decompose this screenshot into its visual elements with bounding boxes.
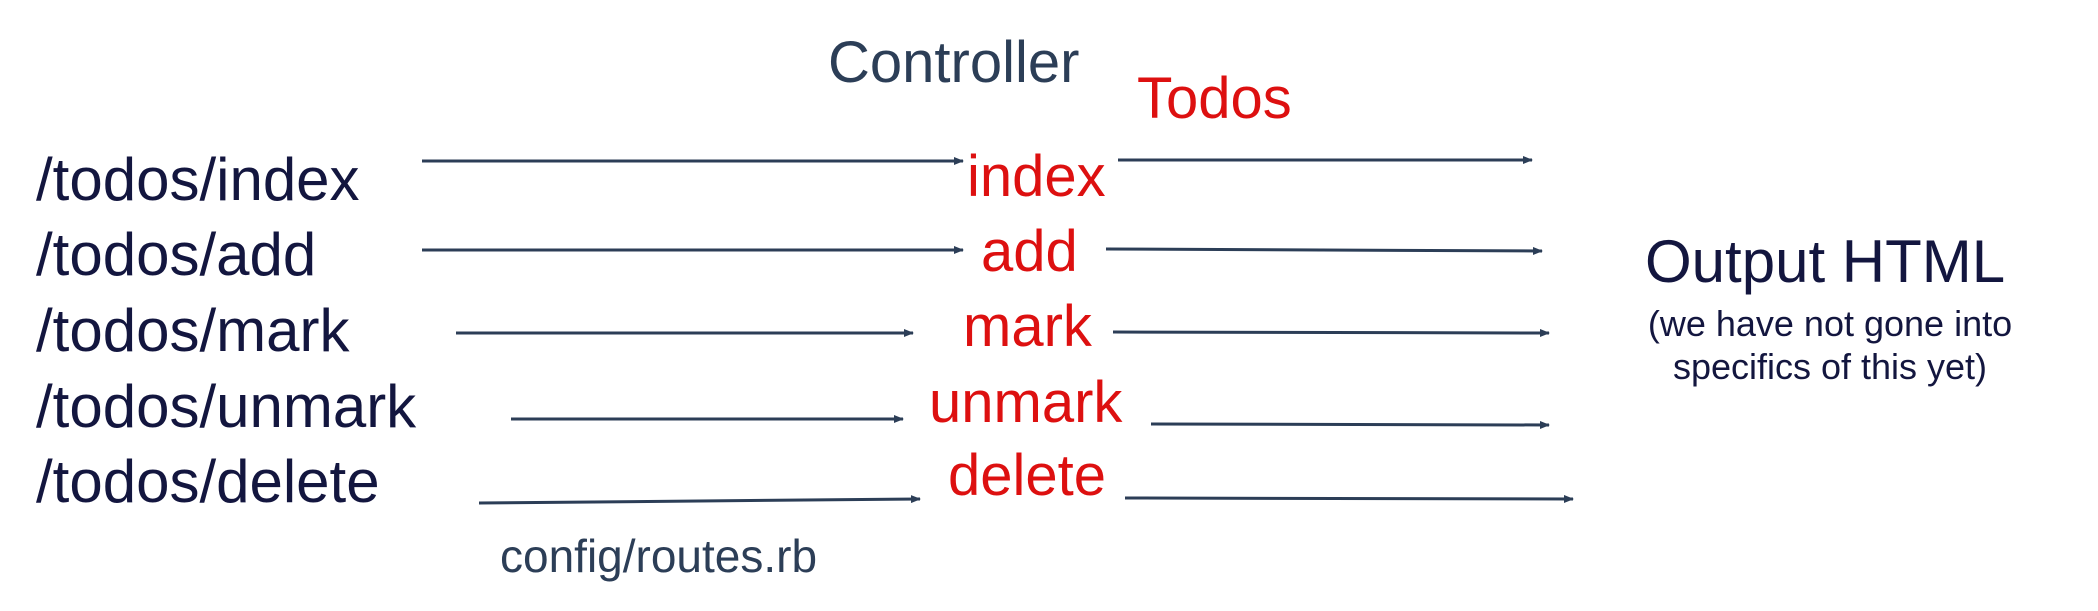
routes-file-label: config/routes.rb	[500, 530, 818, 582]
route-delete: /todos/delete	[36, 448, 380, 515]
route-unmark: /todos/unmark	[36, 373, 417, 440]
action-add: add	[981, 219, 1078, 284]
action-delete: delete	[948, 443, 1107, 508]
arrow-mark-to-output	[1112, 328, 1550, 337]
arrow-unmark-to-output	[1150, 420, 1550, 429]
action-unmark: unmark	[929, 370, 1123, 435]
action-index: index	[967, 144, 1106, 209]
output-note: (we have not gone into specifics of this…	[1647, 303, 2013, 388]
arrow-add-to-output	[1105, 246, 1543, 255]
arrow-route-to-delete	[478, 495, 921, 505]
output-title: Output HTML	[1645, 228, 2006, 295]
route-index: /todos/index	[36, 146, 360, 213]
route-mark: /todos/mark	[36, 297, 350, 364]
controller-name: Todos	[1137, 66, 1292, 131]
arrow-delete-to-output	[1124, 494, 1574, 503]
controller-label: Controller	[828, 30, 1080, 95]
route-add: /todos/add	[36, 221, 317, 288]
action-mark: mark	[963, 294, 1092, 359]
